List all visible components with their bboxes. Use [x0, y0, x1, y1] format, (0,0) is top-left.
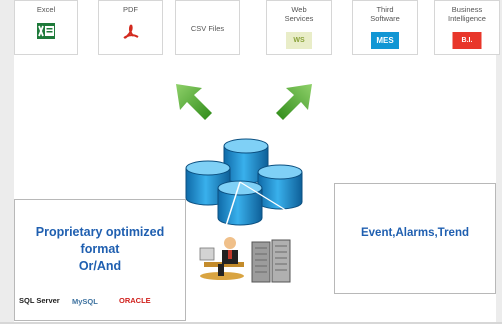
source-pdf: PDF	[98, 0, 163, 55]
bi-icon: B.I.	[452, 32, 482, 49]
oracle-logo: ORACLE	[119, 296, 151, 305]
server-rack-icon	[251, 239, 291, 283]
source-web-services-label: Web Services	[284, 5, 314, 23]
sql-server-logo: SQL Server	[19, 296, 60, 305]
storage-format-box: Proprietary optimized format Or/And SQL …	[14, 199, 186, 321]
mes-icon: MES	[371, 32, 399, 49]
source-web-services: Web Services WS	[266, 0, 332, 55]
source-business-intelligence: Business Intelligence B.I.	[434, 0, 500, 55]
bottom-frame	[0, 322, 502, 324]
database-cluster-icon	[185, 138, 303, 233]
web-services-icon: WS	[286, 32, 312, 49]
events-box: Event,Alarms,Trend	[334, 183, 496, 294]
source-third-software: Third Software MES	[352, 0, 418, 55]
source-csv-label: CSV Files	[190, 24, 225, 33]
left-frame	[0, 0, 14, 324]
arrow-up-left-icon	[176, 84, 212, 120]
operator-workstation-icon	[199, 237, 244, 280]
mysql-logo: MySQL	[72, 297, 98, 306]
source-csv: CSV Files	[175, 0, 240, 55]
pdf-icon	[121, 23, 141, 48]
excel-icon	[37, 23, 55, 44]
source-excel-label: Excel	[36, 5, 56, 14]
source-excel: Excel	[14, 0, 78, 55]
source-business-intelligence-label: Business Intelligence	[448, 5, 486, 23]
right-frame	[496, 0, 502, 324]
arrow-up-right-icon	[276, 84, 312, 120]
storage-format-title: Proprietary optimized format Or/And	[35, 225, 165, 273]
source-third-software-label: Third Software	[370, 5, 400, 23]
events-title: Event,Alarms,Trend	[360, 227, 469, 239]
source-pdf-label: PDF	[123, 5, 138, 14]
